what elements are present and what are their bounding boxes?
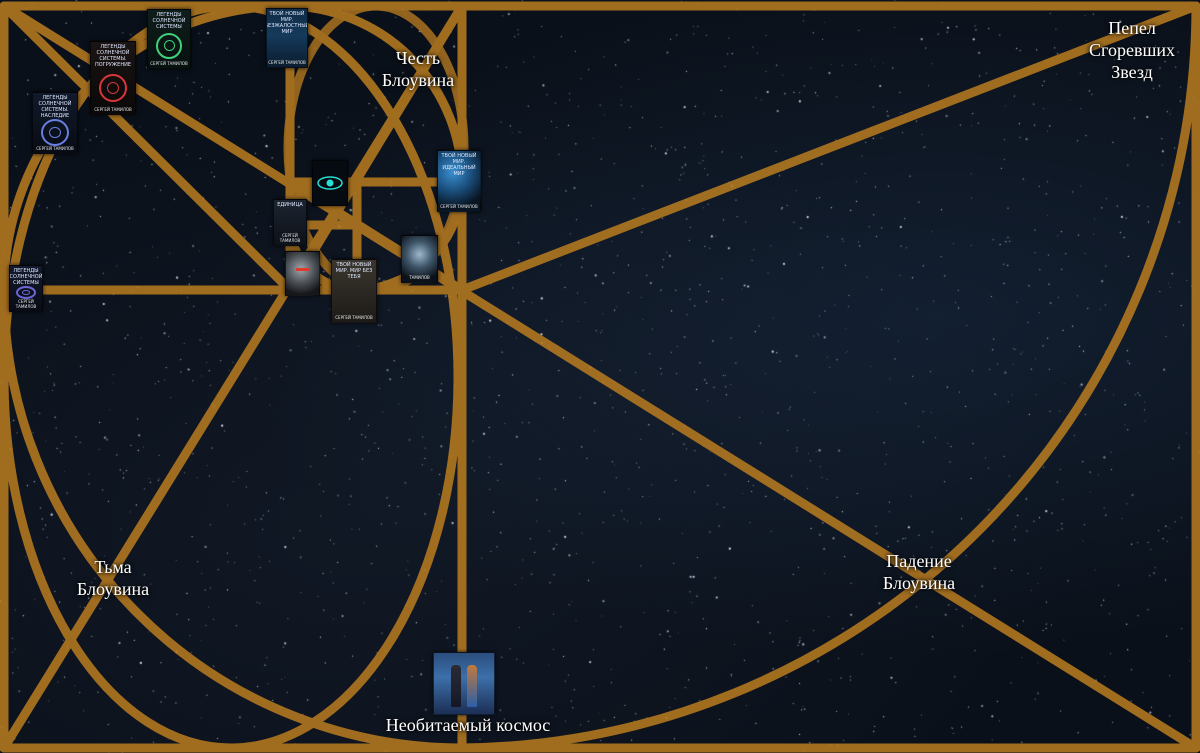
label-pepel-sgorevshih-zvezd[interactable]: Пепел Сгоревших Звезд	[1089, 18, 1175, 82]
diagonal-inner	[285, 1, 467, 295]
book-cover-tvoy-novy-mir-3[interactable]: Твой новый мир. Мир без тебя Сергей Тами…	[331, 259, 377, 323]
eye-icon	[317, 176, 343, 190]
left-circle	[0, 1, 463, 753]
book-author: Сергей Тамилов	[268, 60, 306, 65]
book-title: Единица	[277, 202, 303, 208]
book-title: Твой новый мир. Идеальный мир	[441, 153, 477, 177]
book-title: Твой новый мир. Безжалостный мир	[266, 11, 308, 35]
label-tma-blouvina[interactable]: Тьма Блоувина	[76, 557, 150, 599]
book-cover-eye[interactable]	[312, 160, 348, 206]
sigil-icon	[16, 286, 36, 299]
book-cover-tvoy-novy-mir-1[interactable]: Твой новый мир. Безжалостный мир Сергей …	[266, 8, 308, 68]
spiral-arc-1	[457, 1, 1200, 753]
book-author: Сергей Тамилов	[440, 204, 478, 209]
visor-icon	[295, 268, 310, 271]
book-cover-robot[interactable]	[285, 251, 320, 296]
book-cover-edinica[interactable]: Единица Сергей Тамилов	[273, 199, 307, 246]
sigil-icon	[99, 73, 127, 102]
book-author: Тамилов	[409, 275, 430, 280]
book-title: Легенды Солнечной Системы	[9, 268, 43, 286]
figure-man	[451, 665, 461, 707]
astronaut-figures	[451, 665, 477, 707]
book-title: Легенды Солнечной Системы. Наследие	[38, 95, 72, 119]
book-title: Твой новый мир. Мир без тебя	[335, 262, 373, 280]
label-chest-blouvina[interactable]: Честь Блоувина	[381, 48, 455, 90]
book-author: Сергей Тамилов	[36, 146, 74, 151]
book-cover-legendy-4[interactable]: Легенды Солнечной Системы Сергей Тамилов	[9, 265, 43, 312]
book-title: Легенды Солнечной Системы. Погружение	[94, 44, 131, 68]
figure-woman	[467, 665, 477, 707]
book-author: Сергей Тамилов	[15, 299, 37, 309]
sigil-icon	[41, 119, 69, 146]
diagonal-upper-right	[457, 1, 1200, 295]
sigil-icon	[156, 32, 182, 59]
book-author: Сергей Тамилов	[279, 233, 301, 243]
book-author: Сергей Тамилов	[94, 107, 132, 112]
spiral-arc-2	[0, 285, 467, 753]
book-cover-legendy-1[interactable]: Легенды Солнечной Системы Сергей Тамилов	[147, 9, 191, 69]
book-cover-ape[interactable]: Тамилов	[401, 235, 438, 283]
book-title: Легенды Солнечной Системы	[152, 12, 186, 30]
label-padenie-blouvina[interactable]: Падение Блоувина	[882, 551, 956, 593]
book-author: Сергей Тамилов	[335, 315, 373, 320]
label-neobitaemy-kosmos[interactable]: Необитаемый космос	[385, 715, 551, 735]
book-cover-tvoy-novy-mir-2[interactable]: Твой новый мир. Идеальный мир Сергей Там…	[437, 150, 481, 212]
book-cover-neobitaemy-kosmos[interactable]	[433, 652, 495, 715]
book-cover-legendy-3[interactable]: Легенды Солнечной Системы. Наследие Серг…	[32, 92, 78, 154]
book-author: Сергей Тамилов	[150, 61, 188, 66]
spiral-arc-4	[285, 1, 467, 187]
book-cover-legendy-2[interactable]: Легенды Солнечной Системы. Погружение Се…	[90, 41, 136, 115]
diagonal-left	[0, 1, 295, 295]
